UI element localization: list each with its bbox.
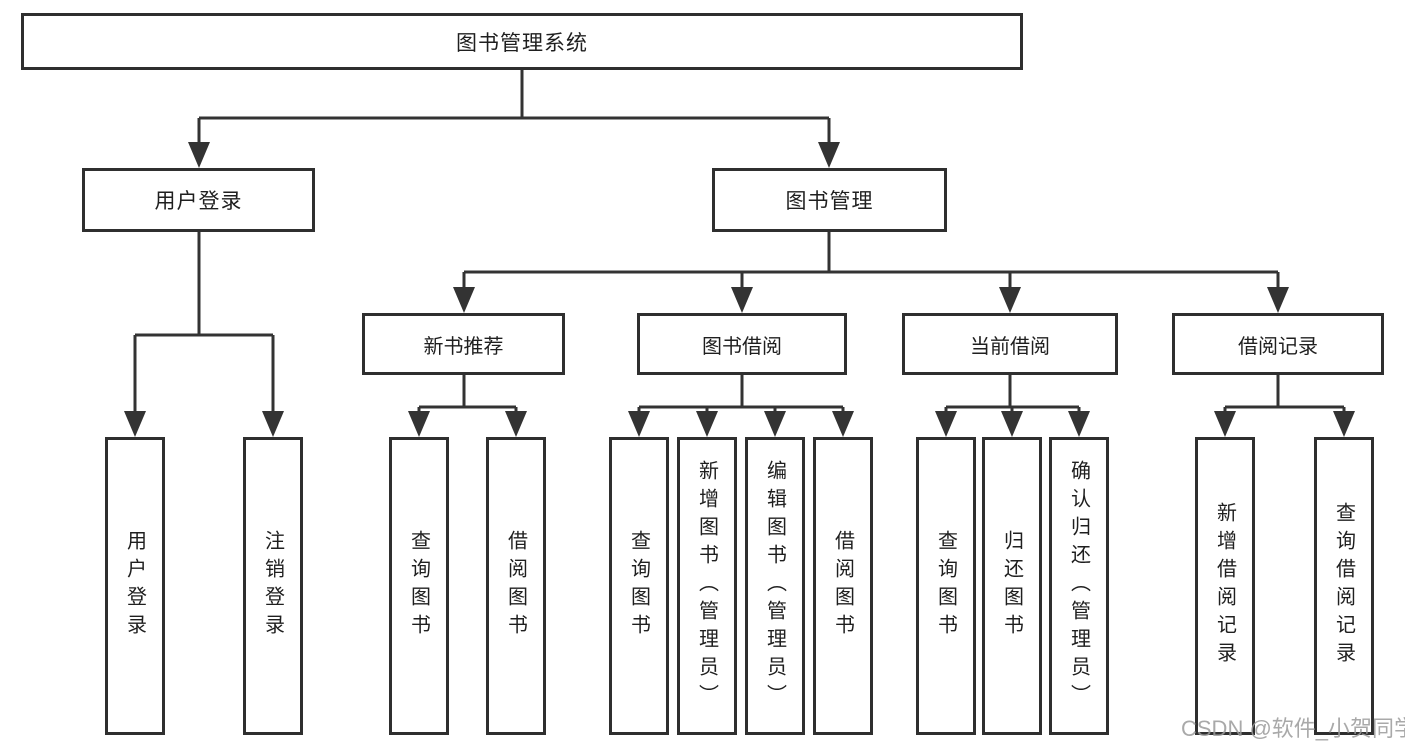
leaf-label: 借阅图书 (831, 530, 854, 642)
leaf-label: 查询借阅记录 (1332, 502, 1355, 670)
leaf-label: 归还图书 (1000, 530, 1023, 642)
connector-book-mgmt-split (462, 232, 1280, 291)
leaf-records-add-record: 新增借阅记录 (1195, 437, 1255, 735)
node-book-borrow: 图书借阅 (637, 313, 847, 375)
connector-current-split (944, 375, 1081, 415)
connector-borrow-split (637, 375, 845, 415)
leaf-label: 查询图书 (934, 530, 957, 642)
leaf-label: 新增借阅记录 (1213, 502, 1236, 670)
node-user-login-group: 用户登录 (82, 168, 315, 232)
leaf-borrow-query-books: 查询图书 (609, 437, 669, 735)
leaf-logout: 注销登录 (243, 437, 303, 735)
node-current-borrow: 当前借阅 (902, 313, 1118, 375)
connector-newbook-split (417, 375, 518, 415)
leaf-records-query-record: 查询借阅记录 (1314, 437, 1374, 735)
connector-user-login-split (133, 232, 275, 415)
leaf-borrow-add-books-admin: 新增图书（管理员） (677, 437, 737, 735)
node-library-management-system: 图书管理系统 (21, 13, 1023, 70)
leaf-current-query-books: 查询图书 (916, 437, 976, 735)
node-label: 图书管理 (785, 190, 874, 213)
leaf-label: 用户登录 (123, 530, 146, 642)
leaf-current-return-books: 归还图书 (982, 437, 1042, 735)
leaf-newbook-borrow-books: 借阅图书 (486, 437, 546, 735)
leaf-current-confirm-return-admin: 确认归还（管理员） (1049, 437, 1109, 735)
node-label: 图书管理系统 (456, 31, 588, 55)
leaf-label: 查询图书 (627, 530, 650, 642)
connector-root-split (197, 69, 831, 146)
leaf-label: 借阅图书 (504, 530, 527, 642)
node-borrow-records: 借阅记录 (1172, 313, 1384, 375)
node-new-book-recommend: 新书推荐 (362, 313, 565, 375)
leaf-label: 编辑图书（管理员） (763, 460, 786, 712)
leaf-user-login: 用户登录 (105, 437, 165, 735)
leaf-borrow-edit-books-admin: 编辑图书（管理员） (745, 437, 805, 735)
csdn-watermark: CSDN @软件_小贺同学 (1181, 716, 1405, 741)
connector-records-split (1223, 375, 1346, 415)
leaf-label: 新增图书（管理员） (695, 460, 718, 712)
node-label: 用户登录 (154, 190, 243, 213)
leaf-label: 查询图书 (407, 530, 430, 642)
node-label: 借阅记录 (1238, 335, 1318, 358)
leaf-newbook-query-books: 查询图书 (389, 437, 449, 735)
node-label: 当前借阅 (970, 335, 1050, 358)
node-book-management: 图书管理 (712, 168, 947, 232)
leaf-label: 注销登录 (261, 530, 284, 642)
leaf-borrow-borrow-books: 借阅图书 (813, 437, 873, 735)
node-label: 新书推荐 (423, 335, 504, 358)
leaf-label: 确认归还（管理员） (1067, 460, 1090, 712)
node-label: 图书借阅 (702, 335, 782, 358)
